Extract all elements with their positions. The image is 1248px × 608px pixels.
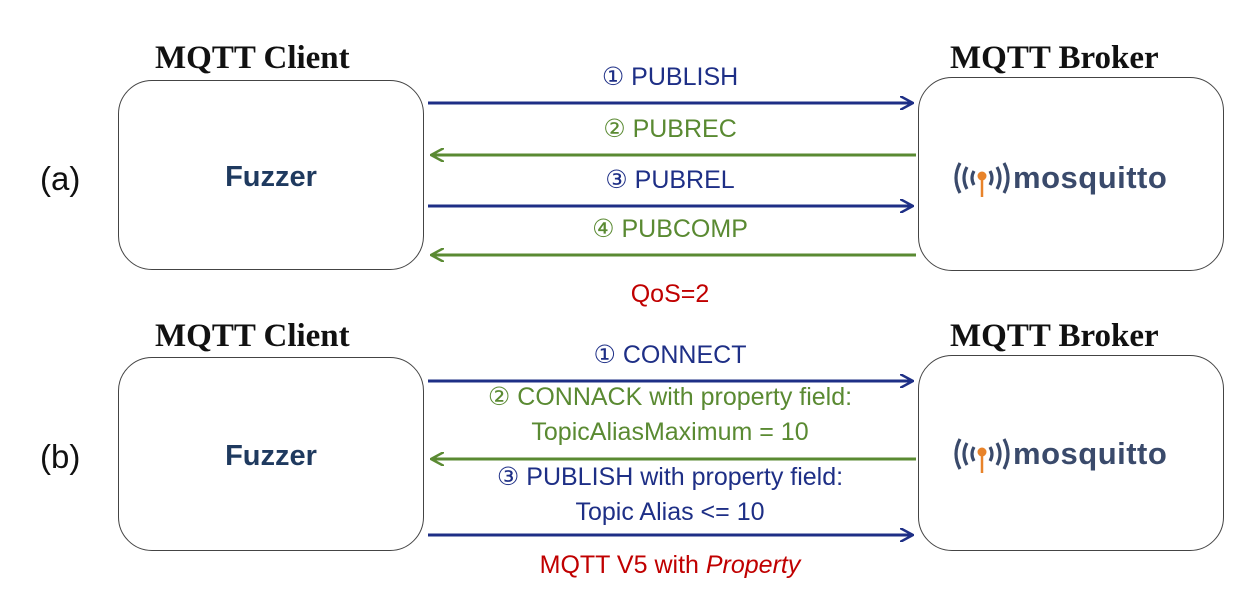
panel-label-b: (b) <box>40 438 81 475</box>
msg-publish-line2: Topic Alias <= 10 <box>575 498 765 526</box>
client-title-b: MQTT Client <box>155 318 350 354</box>
msg-publish-line1: ③ PUBLISH with property field: <box>496 463 844 491</box>
mosquitto-icon <box>954 438 1010 473</box>
logo-text-q: q <box>1078 436 1098 471</box>
logo-text-pre: mos <box>1013 436 1079 471</box>
panel-label-a: (a) <box>40 160 81 197</box>
msg-pubrec: ② PUBREC <box>603 115 737 143</box>
logo-text-post: uitto <box>1097 160 1168 195</box>
logo-text-post: uitto <box>1097 436 1168 471</box>
msg-pubcomp: ④ PUBCOMP <box>592 215 748 243</box>
logo-text-q: q <box>1078 160 1098 195</box>
broker-title-b: MQTT Broker <box>950 318 1159 354</box>
note-italic: Property <box>705 551 801 579</box>
note-qos: QoS=2 <box>630 280 710 308</box>
msg-connack-line1: ② CONNACK with property field: <box>487 383 853 411</box>
broker-title-a: MQTT Broker <box>950 40 1159 76</box>
mosquitto-logo: mosquitto <box>951 159 1167 197</box>
msg-connect: ① CONNECT <box>593 341 747 369</box>
fuzzer-label: Fuzzer <box>225 440 317 472</box>
logo-text-pre: mos <box>1013 160 1079 195</box>
client-title-a: MQTT Client <box>155 40 350 76</box>
mosquitto-logo: mosquitto <box>951 435 1167 473</box>
mosquitto-icon <box>954 162 1010 197</box>
note-plain: MQTT V5 with <box>539 551 706 579</box>
broker-box-b: mosquitto <box>918 355 1224 551</box>
msg-connack-line2: TopicAliasMaximum = 10 <box>531 418 809 446</box>
client-box-a: Fuzzer <box>118 80 424 270</box>
fuzzer-label: Fuzzer <box>225 161 317 193</box>
broker-box-a: mosquitto <box>918 77 1224 271</box>
msg-publish: ① PUBLISH <box>601 63 739 91</box>
client-box-b: Fuzzer <box>118 357 424 551</box>
msg-pubrel: ③ PUBREL <box>605 166 735 194</box>
note-mqtt-v5: MQTT V5 with Property <box>420 551 920 580</box>
